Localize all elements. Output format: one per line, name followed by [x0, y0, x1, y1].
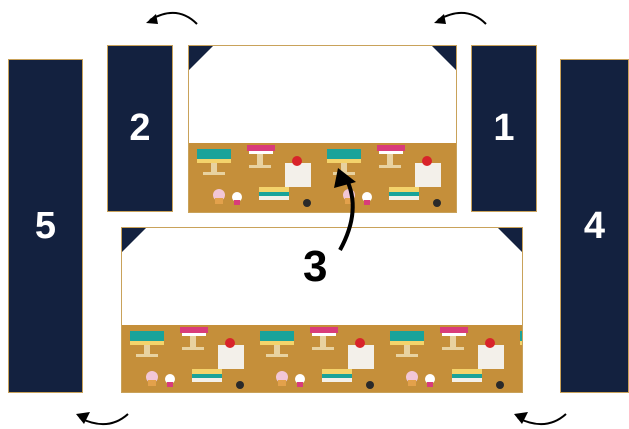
upper-fabric-pattern	[189, 143, 456, 212]
strip-5: 5	[8, 59, 83, 393]
strip-1: 1	[471, 45, 537, 212]
step-3-arrowhead	[334, 168, 356, 188]
upper-corner-right	[432, 46, 456, 70]
lower-fabric-block	[121, 227, 523, 393]
strip-4-label: 4	[583, 204, 606, 247]
step-3-label: 3	[303, 242, 328, 291]
arrowhead-top-right	[434, 14, 446, 24]
lower-white-panel	[122, 228, 522, 328]
strip-2-label: 2	[129, 107, 151, 149]
arrowhead-bottom-right	[514, 412, 528, 424]
arrowhead-top-left	[146, 14, 158, 24]
strip-1-label: 1	[493, 107, 515, 149]
upper-fabric-block	[188, 45, 457, 213]
arrowhead-bottom-left	[76, 412, 90, 424]
strip-2: 2	[107, 45, 173, 212]
strip-5-label: 5	[34, 204, 57, 247]
step-3-arrow	[338, 177, 355, 251]
lower-fabric-pattern	[122, 325, 522, 392]
upper-corner-left	[189, 46, 213, 70]
lower-corner-right	[498, 228, 522, 252]
lower-corner-left	[122, 228, 146, 252]
